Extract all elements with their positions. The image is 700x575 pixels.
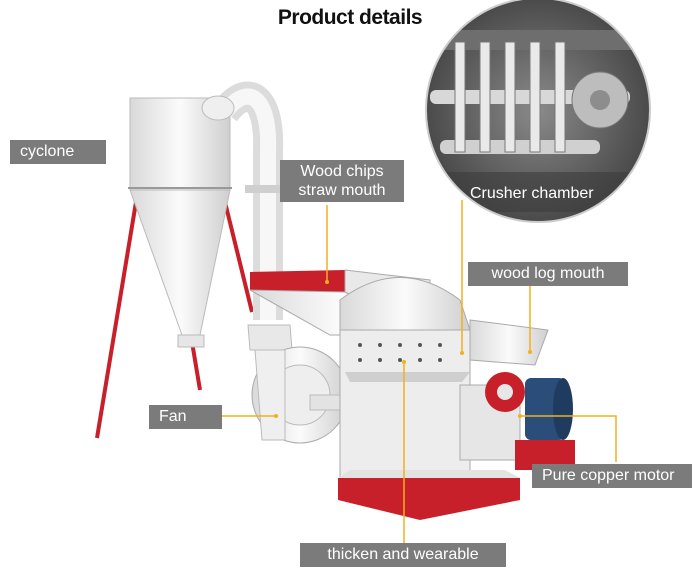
fan-label-text: Fan xyxy=(159,408,187,425)
pure-copper-motor-label: Pure copper motor xyxy=(532,464,692,488)
cyclone-label: cyclone xyxy=(10,140,106,164)
leader-lines xyxy=(222,200,617,543)
wood-log-mouth-label: wood log mouth xyxy=(468,262,628,286)
page-title: Product details xyxy=(277,6,423,29)
wood-log-hopper xyxy=(469,319,549,366)
cyclone-label-text: cyclone xyxy=(20,143,75,160)
thicken-and-wearable-label: thicken and wearable xyxy=(300,543,506,567)
cyclone xyxy=(128,97,232,348)
pulley xyxy=(459,372,525,461)
fan-label: Fan xyxy=(149,405,222,429)
motor xyxy=(515,378,575,470)
machine-housing xyxy=(338,277,520,520)
pure-copper-motor-label-text: Pure copper motor xyxy=(542,467,675,484)
crusher-chamber-label: Crusher chamber xyxy=(470,185,594,202)
leader-dots xyxy=(274,280,532,418)
wood-chips-line1: Wood chips xyxy=(300,163,384,180)
air-duct xyxy=(201,81,287,320)
wood-chips-line2: straw mouth xyxy=(298,182,386,199)
fan xyxy=(247,324,349,444)
wood-log-mouth-label-text: wood log mouth xyxy=(491,265,605,282)
wood-chips-straw-mouth-label: Wood chips straw mouth xyxy=(280,160,404,202)
thicken-and-wearable-label-text: thicken and wearable xyxy=(327,546,479,563)
crusher-chamber-inset xyxy=(425,0,651,223)
